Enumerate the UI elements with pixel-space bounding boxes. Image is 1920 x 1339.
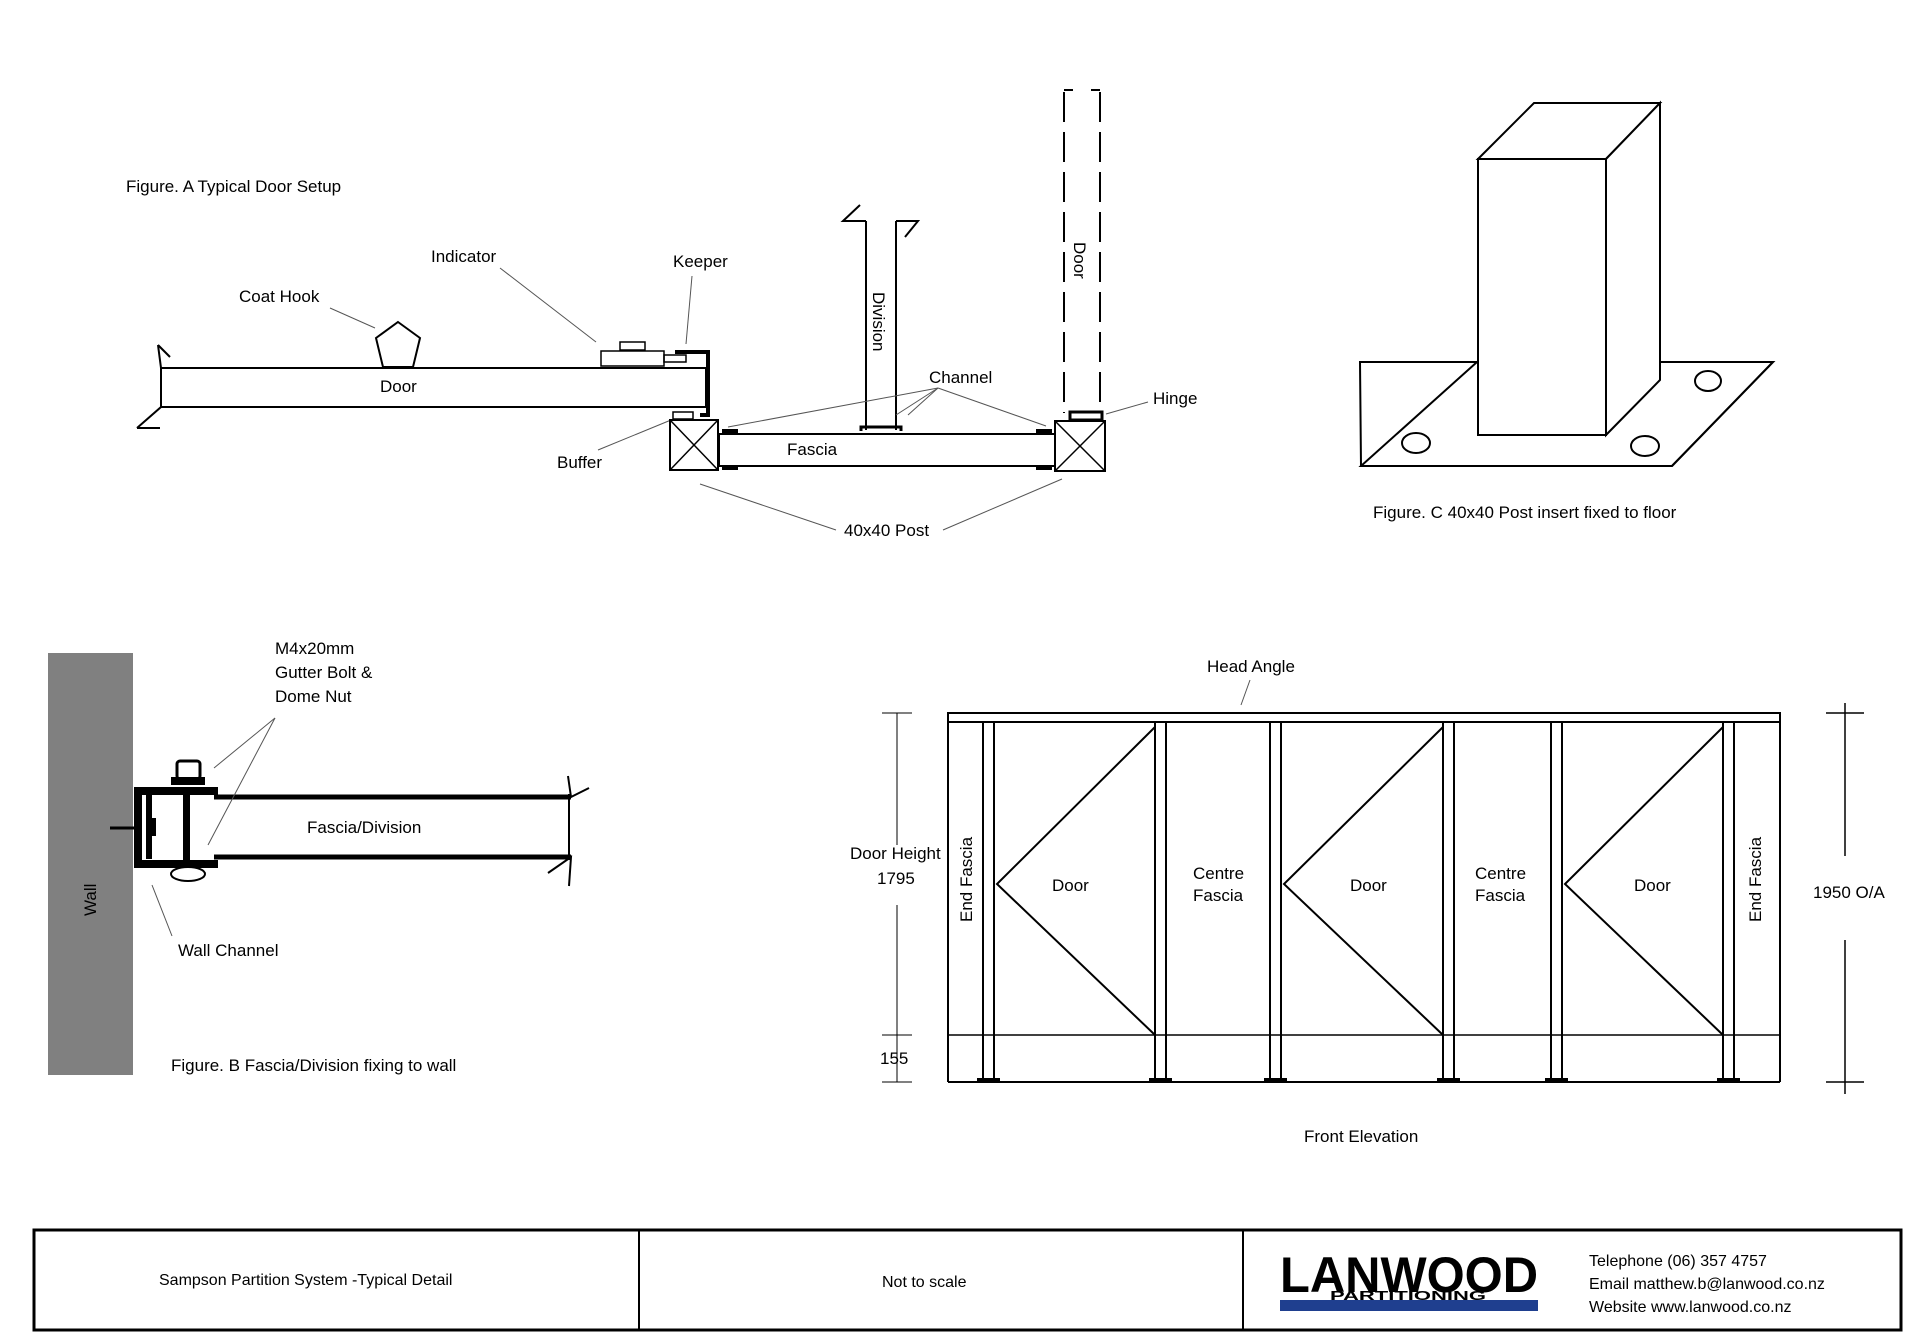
lanwood-logo: LANWOOD PARTITIONING [1280, 1247, 1538, 1311]
bolt-label-line1: M4x20mm [275, 639, 354, 658]
division-label: Division [869, 292, 888, 352]
hinge-label: Hinge [1153, 389, 1197, 408]
bolt-label-line2: Gutter Bolt & [275, 663, 373, 682]
door-height-value: 1795 [877, 869, 915, 888]
buffer-label: Buffer [557, 453, 602, 472]
website-text: Website www.lanwood.co.nz [1589, 1299, 1791, 1316]
end-fascia-right-label: End Fascia [1746, 836, 1765, 922]
post-2 [1149, 722, 1172, 1083]
buffer-shape [672, 411, 694, 420]
keeper-shape [675, 350, 710, 417]
project-title: Sampson Partition System -Typical Detail [159, 1272, 452, 1289]
wall-block [48, 653, 133, 1075]
figure-a-caption: Figure. A Typical Door Setup [126, 177, 341, 196]
wall-channel-shape [110, 787, 218, 868]
overall-dimension-label: 1950 O/A [1813, 883, 1885, 902]
elevation-posts [977, 722, 1740, 1083]
dashed-door-shape [1063, 89, 1104, 422]
figure-b-caption: Figure. B Fascia/Division fixing to wall [171, 1056, 456, 1075]
logo-main-text: LANWOOD [1280, 1247, 1538, 1303]
front-elevation-title: Front Elevation [1304, 1127, 1418, 1146]
post-insert-box [1475, 100, 1663, 438]
post-1 [977, 722, 1000, 1083]
door-swing-lines [995, 726, 1724, 1036]
channel-label: Channel [929, 368, 992, 387]
dashed-door-label: Door [1070, 242, 1089, 279]
centre-fascia-2-line1: Centre [1475, 864, 1526, 883]
door-3-label: Door [1634, 876, 1671, 895]
telephone-text: Telephone (06) 357 4757 [1589, 1253, 1767, 1270]
centre-fascia-1-line2: Fascia [1193, 886, 1244, 905]
title-block: Sampson Partition System -Typical Detail… [32, 1228, 1903, 1332]
coat-hook-shape [374, 320, 422, 368]
scale-note: Not to scale [882, 1274, 967, 1291]
post-6 [1717, 722, 1740, 1083]
wall-channel-label: Wall Channel [178, 941, 278, 960]
bottom-gap-value: 155 [880, 1049, 908, 1068]
wall-label: Wall [81, 884, 100, 916]
fascia-shape [718, 429, 1056, 470]
post-3 [1264, 722, 1287, 1083]
gutter-bolt-shape [170, 759, 206, 882]
front-elevation: Head Angle End Fascia End Fascia Door Do… [850, 657, 1885, 1146]
post-right [1054, 420, 1106, 472]
keeper-label: Keeper [673, 252, 728, 271]
coat-hook-label: Coat Hook [239, 287, 320, 306]
figure-c-caption: Figure. C 40x40 Post insert fixed to flo… [1373, 503, 1677, 522]
figure-c: Figure. C 40x40 Post insert fixed to flo… [1358, 100, 1776, 522]
head-angle-label: Head Angle [1207, 657, 1295, 676]
post-left [669, 419, 719, 471]
indicator-shape [600, 341, 687, 367]
door-panel [136, 344, 707, 429]
end-fascia-left-label: End Fascia [957, 836, 976, 922]
centre-fascia-1-line1: Centre [1193, 864, 1244, 883]
post-label: 40x40 Post [844, 521, 929, 540]
door-label: Door [380, 377, 417, 396]
email-text: Email matthew.b@lanwood.co.nz [1589, 1276, 1825, 1293]
bolt-label-line3: Dome Nut [275, 687, 352, 706]
post-5 [1545, 722, 1568, 1083]
door-height-label: Door Height [850, 844, 941, 863]
door-height-dimension [882, 712, 912, 1083]
post-4 [1437, 722, 1460, 1083]
fascia-division-label: Fascia/Division [307, 818, 421, 837]
overall-dimension [1826, 703, 1864, 1094]
centre-fascia-2-line2: Fascia [1475, 886, 1526, 905]
door-1-label: Door [1052, 876, 1089, 895]
indicator-label: Indicator [431, 247, 497, 266]
door-2-label: Door [1350, 876, 1387, 895]
fascia-label: Fascia [787, 440, 838, 459]
fascia-division-shape [214, 775, 590, 887]
figure-a: Figure. A Typical Door Setup Door Coat H… [126, 89, 1197, 540]
logo-sub-text: PARTITIONING [1330, 1288, 1486, 1303]
division-shape [840, 204, 921, 431]
figure-b: Wall Fascia/Division M4x20mm Gutter Bolt… [48, 639, 590, 1075]
